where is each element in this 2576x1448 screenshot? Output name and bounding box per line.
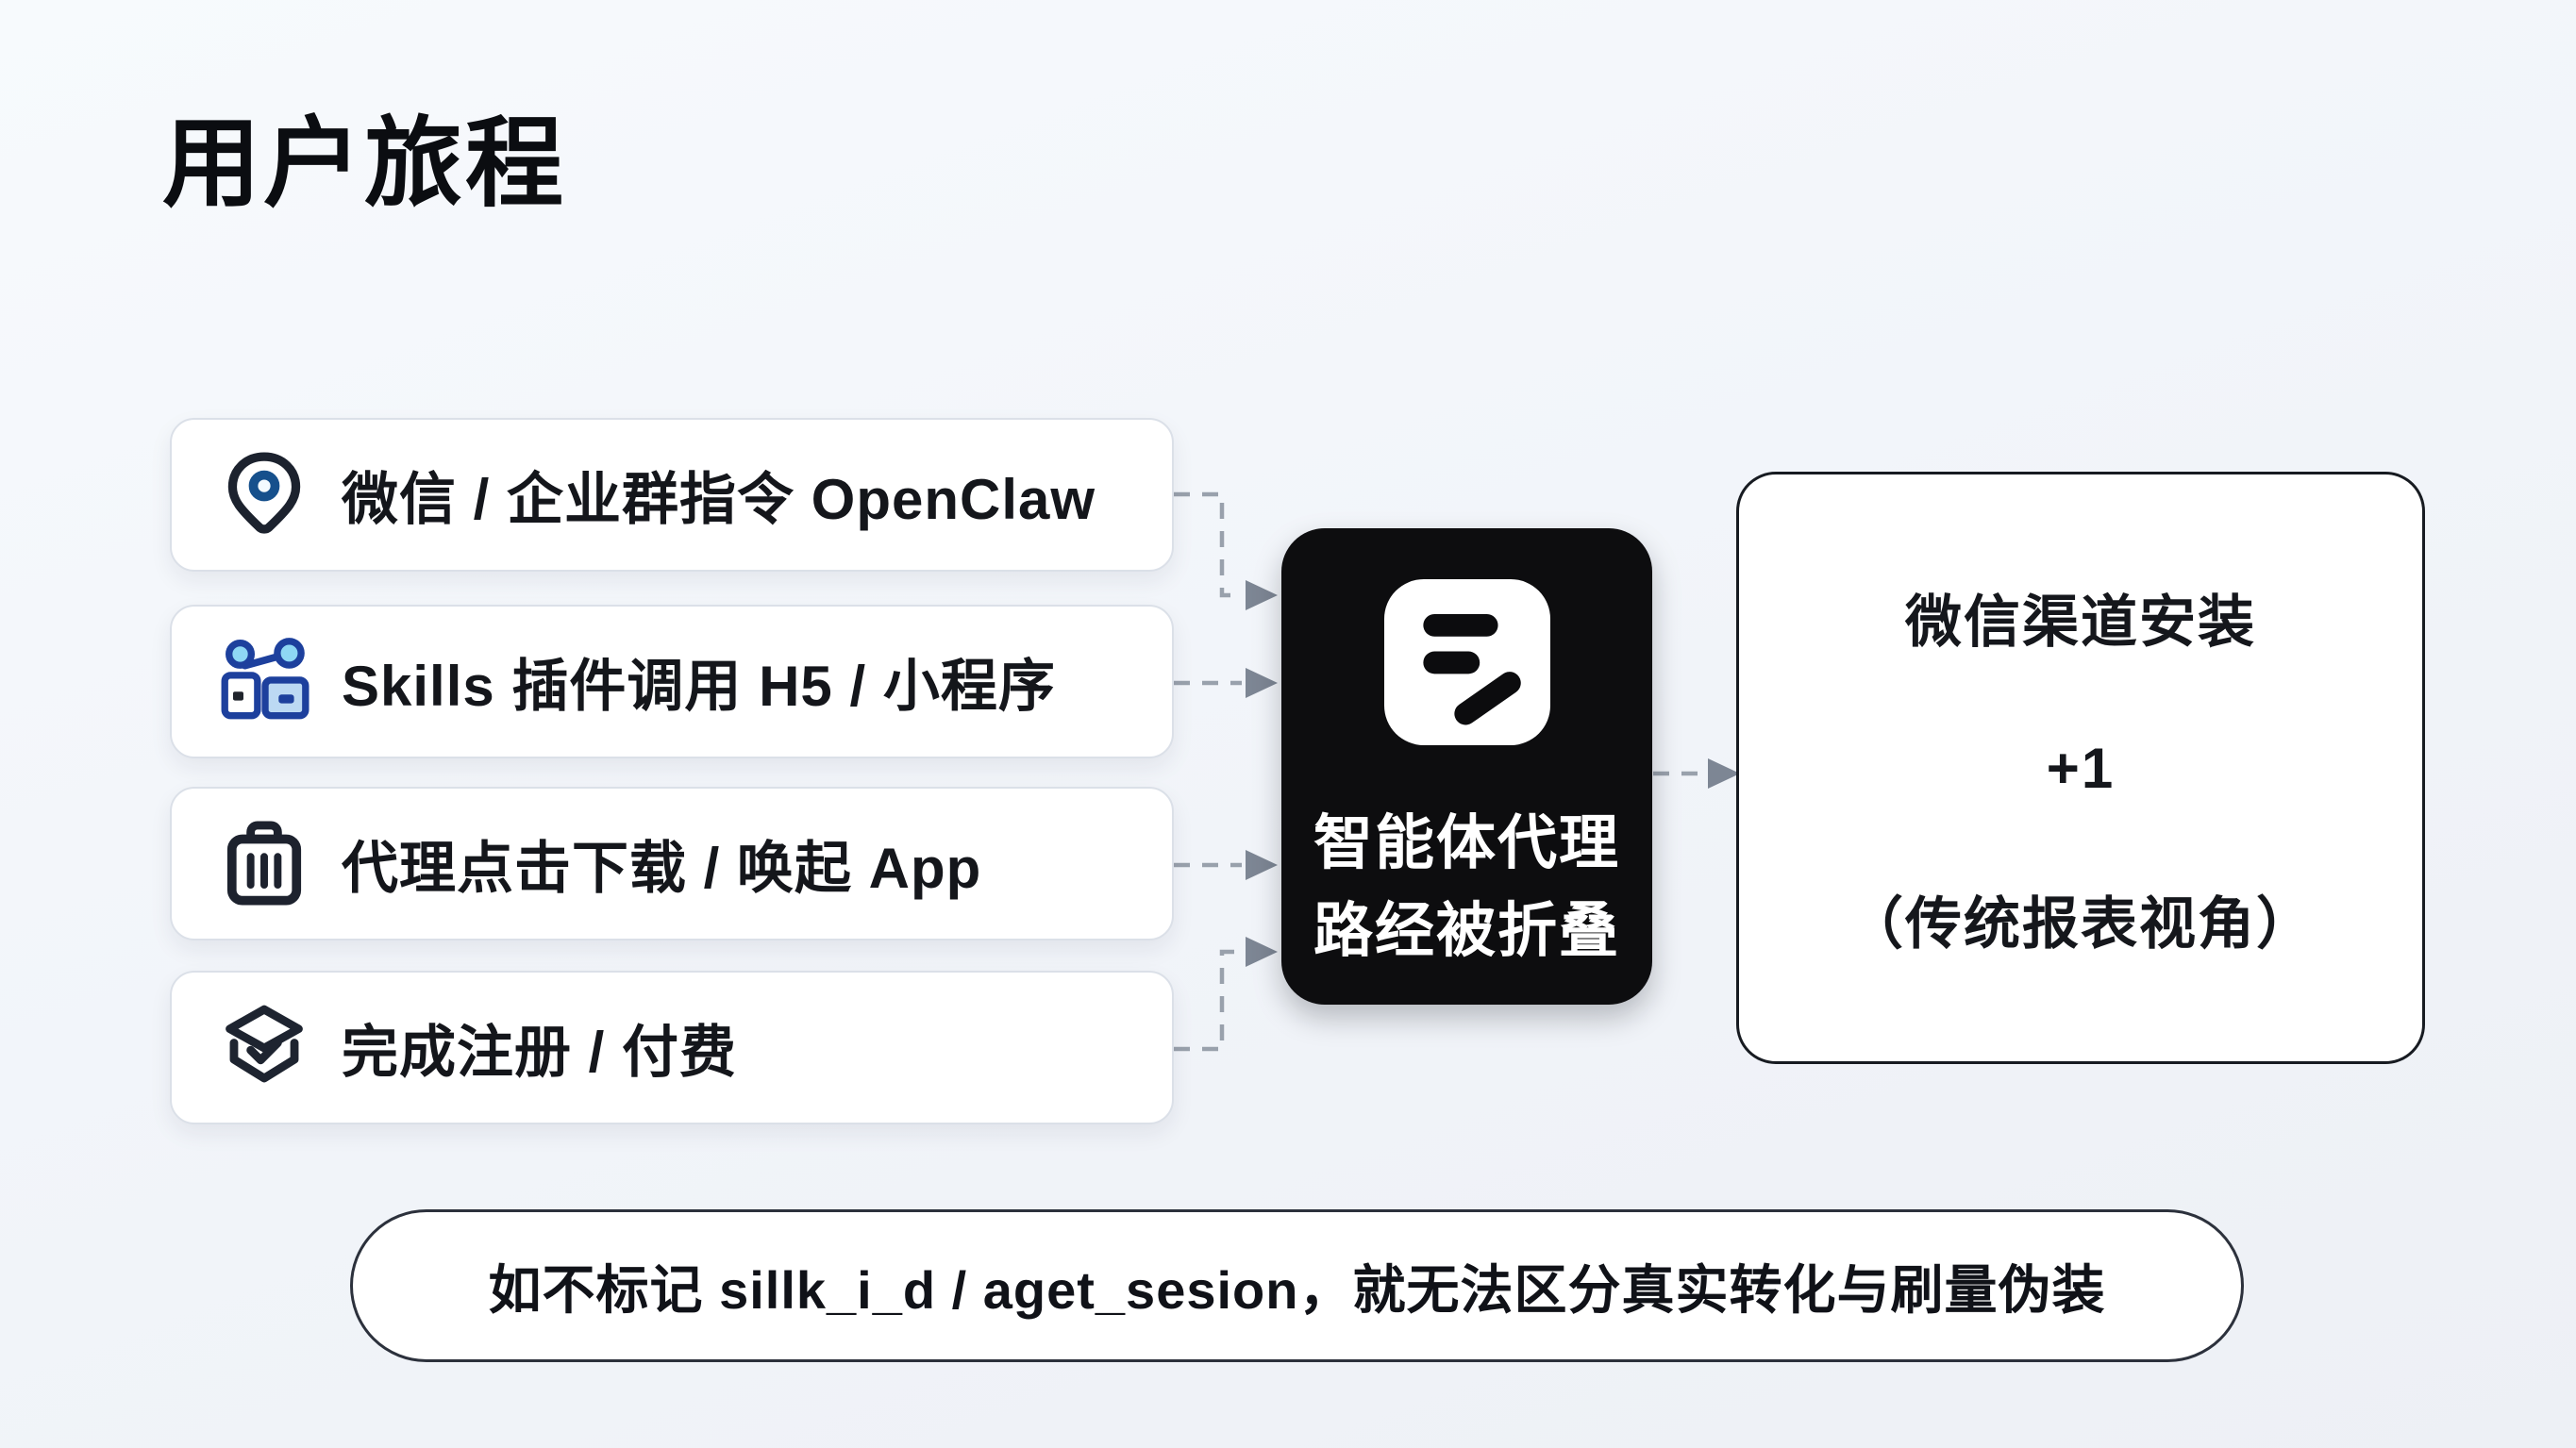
journey-step-agent-download: 代理点击下载 / 唤起 App: [170, 787, 1174, 940]
arrowhead-icon: [1246, 668, 1278, 698]
journey-step-label: 代理点击下载 / 唤起 App: [342, 837, 982, 900]
agent-list-icon: [1383, 579, 1550, 745]
location-pin-icon: [211, 440, 317, 551]
journey-step-register-pay: 完成注册 / 付费: [170, 971, 1174, 1124]
layers-check-icon: [211, 992, 317, 1104]
collaboration-icon: [211, 626, 317, 738]
journey-step-label: 完成注册 / 付费: [342, 1021, 738, 1084]
journey-step-wechat-command: 微信 / 企业群指令 OpenClaw: [170, 418, 1174, 572]
result-line-plus-one: +1: [2046, 736, 2116, 800]
arrowhead-icon: [1708, 758, 1740, 789]
journey-step-label: 微信 / 企业群指令 OpenClaw: [342, 468, 1096, 531]
note-pill: 如不标记 sillk_i_d / aget_sesion，就无法区分真实转化与刷…: [350, 1209, 2244, 1362]
agent-node-caption-line2: 路经被折叠: [1313, 898, 1620, 964]
arrowhead-icon: [1246, 580, 1278, 610]
connector-step1-to-agent: [1174, 491, 1242, 598]
arrowhead-icon: [1246, 937, 1278, 967]
agent-node-caption: 智能体代理 路经被折叠: [1313, 800, 1620, 975]
arrowhead-icon: [1246, 850, 1278, 880]
journey-step-label: Skills 插件调用 H5 / 小程序: [342, 655, 1056, 718]
note-text: 如不标记 sillk_i_d / aget_sesion，就无法区分真实转化与刷…: [488, 1259, 2106, 1320]
journey-step-skills-plugin: Skills 插件调用 H5 / 小程序: [170, 605, 1174, 758]
agent-node-caption-line1: 智能体代理: [1313, 810, 1620, 876]
agent-node: 智能体代理 路经被折叠: [1281, 528, 1652, 1005]
result-line-report-view: （传统报表视角）: [1847, 891, 2315, 956]
result-line-channel: 微信渠道安装: [1905, 590, 2256, 654]
result-node: 微信渠道安装 +1 （传统报表视角）: [1736, 472, 2425, 1064]
briefcase-icon: [211, 808, 317, 920]
page-title: 用户旅程: [162, 109, 567, 219]
connector-step4-to-agent: [1174, 949, 1242, 1052]
